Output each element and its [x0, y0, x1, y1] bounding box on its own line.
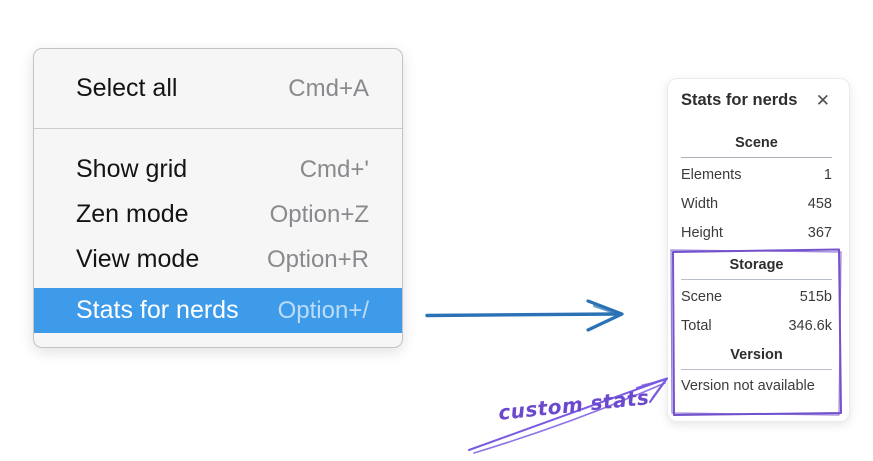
- menu-item-shortcut: Cmd+A: [288, 74, 369, 102]
- annotation-arrow: [468, 377, 668, 454]
- section-rows: Elements 1 Width 458 Height 367: [681, 160, 832, 247]
- menu-item-label: Zen mode: [76, 200, 189, 228]
- stat-row-elements: Elements 1: [681, 160, 832, 189]
- section-heading: Storage: [729, 257, 784, 273]
- stat-row-total-size: Total 346.6k: [681, 311, 832, 340]
- menu-separator: [34, 128, 402, 129]
- stat-label: Width: [681, 195, 719, 212]
- menu-item-view-mode[interactable]: View mode Option+R: [34, 237, 402, 282]
- menu-item-stats-for-nerds[interactable]: Stats for nerds Option+/: [34, 288, 402, 333]
- stat-label: Total: [681, 317, 712, 334]
- section-divider: [681, 279, 832, 280]
- stat-row-width: Width 458: [681, 189, 832, 218]
- stat-value: 367: [807, 224, 832, 241]
- section-rows: Scene 515b Total 346.6k: [681, 282, 832, 340]
- menu-item-shortcut: Option+R: [266, 245, 369, 273]
- section-version: Version Version not available: [681, 347, 832, 397]
- menu-item-shortcut: Option+/: [277, 296, 369, 324]
- stats-panel-title: Stats for nerds: [681, 91, 798, 109]
- stat-label: Scene: [681, 288, 723, 305]
- menu-item-show-grid[interactable]: Show grid Cmd+': [34, 147, 402, 192]
- section-divider: [681, 369, 832, 370]
- stat-value: 515b: [799, 288, 832, 305]
- stat-label: Elements: [681, 166, 742, 183]
- annotation-label: custom stats: [497, 385, 651, 425]
- section-heading: Version: [730, 347, 783, 363]
- section-storage: Storage Scene 515b Total 346.6k: [681, 257, 832, 340]
- menu-item-shortcut: Option+Z: [269, 200, 369, 228]
- stat-label: Height: [681, 224, 723, 241]
- menu-item-label: Stats for nerds: [76, 296, 239, 324]
- version-note: Version not available: [681, 378, 815, 394]
- stat-row-scene-size: Scene 515b: [681, 282, 832, 311]
- section-scene: Scene Elements 1 Width 458 Height 367: [681, 135, 832, 247]
- section-divider: [681, 157, 832, 158]
- context-menu: Select all Cmd+A Show grid Cmd+' Zen mod…: [33, 48, 403, 348]
- menu-item-shortcut: Cmd+': [299, 155, 369, 183]
- menu-item-label: View mode: [76, 245, 200, 273]
- close-icon[interactable]: ✕: [815, 91, 830, 110]
- menu-item-label: Select all: [76, 74, 178, 102]
- stats-panel-header: Stats for nerds ✕: [681, 91, 832, 110]
- stat-value: 346.6k: [788, 317, 832, 334]
- menu-group: Show grid Cmd+' Zen mode Option+Z View m…: [34, 129, 402, 347]
- stat-row-height: Height 367: [681, 218, 832, 247]
- flow-arrow: [425, 299, 624, 332]
- stats-panel: Stats for nerds ✕ Scene Elements 1 Width…: [667, 78, 850, 422]
- section-heading: Scene: [735, 135, 778, 151]
- menu-item-select-all[interactable]: Select all Cmd+A: [34, 49, 402, 128]
- menu-item-zen-mode[interactable]: Zen mode Option+Z: [34, 192, 402, 237]
- stat-value: 458: [807, 195, 832, 212]
- stat-value: 1: [823, 166, 832, 183]
- menu-item-label: Show grid: [76, 155, 188, 183]
